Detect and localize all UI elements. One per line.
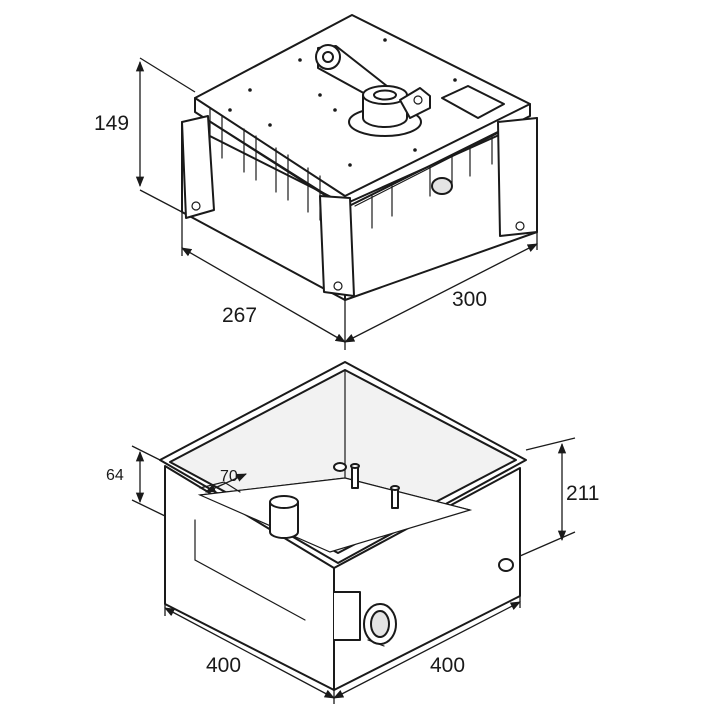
dim-211: 211 [519, 437, 599, 557]
dim-267-label: 267 [222, 304, 257, 327]
dim-400-left-label: 400 [206, 654, 241, 677]
box-internal-post [269, 495, 299, 539]
box-side-hole [498, 558, 514, 572]
dim-300: 300 [344, 232, 538, 343]
dim-70: 70 [205, 468, 247, 493]
motor-unit-left-ribs [204, 107, 336, 221]
dim-149-label: 149 [94, 112, 129, 135]
box-anchor-pins [333, 462, 400, 509]
dim-400-right: 400 [333, 596, 521, 699]
dim-70-label: 70 [220, 468, 238, 485]
motor-unit-right-foot [497, 117, 538, 237]
motor-unit-front-foot [319, 195, 355, 297]
motor-unit-right-ribs [354, 121, 521, 229]
dim-267: 267 [181, 212, 346, 350]
dim-149: 149 [94, 57, 196, 213]
dim-64: 64 [106, 445, 166, 517]
motor-unit-left-foot [181, 115, 215, 219]
dim-211-label: 211 [566, 482, 599, 505]
motor-unit-label-plate [441, 85, 505, 119]
dim-400-right-label: 400 [430, 654, 465, 677]
motor-unit-drawing: 149 267 300 [94, 14, 538, 350]
dim-300-label: 300 [452, 288, 487, 311]
foundation-box-drawing: 64 70 211 400 400 [106, 361, 599, 704]
dim-64-label: 64 [106, 467, 124, 484]
motor-unit-lid-bolts [228, 38, 457, 167]
motor-unit-cable-outlet [431, 177, 453, 195]
